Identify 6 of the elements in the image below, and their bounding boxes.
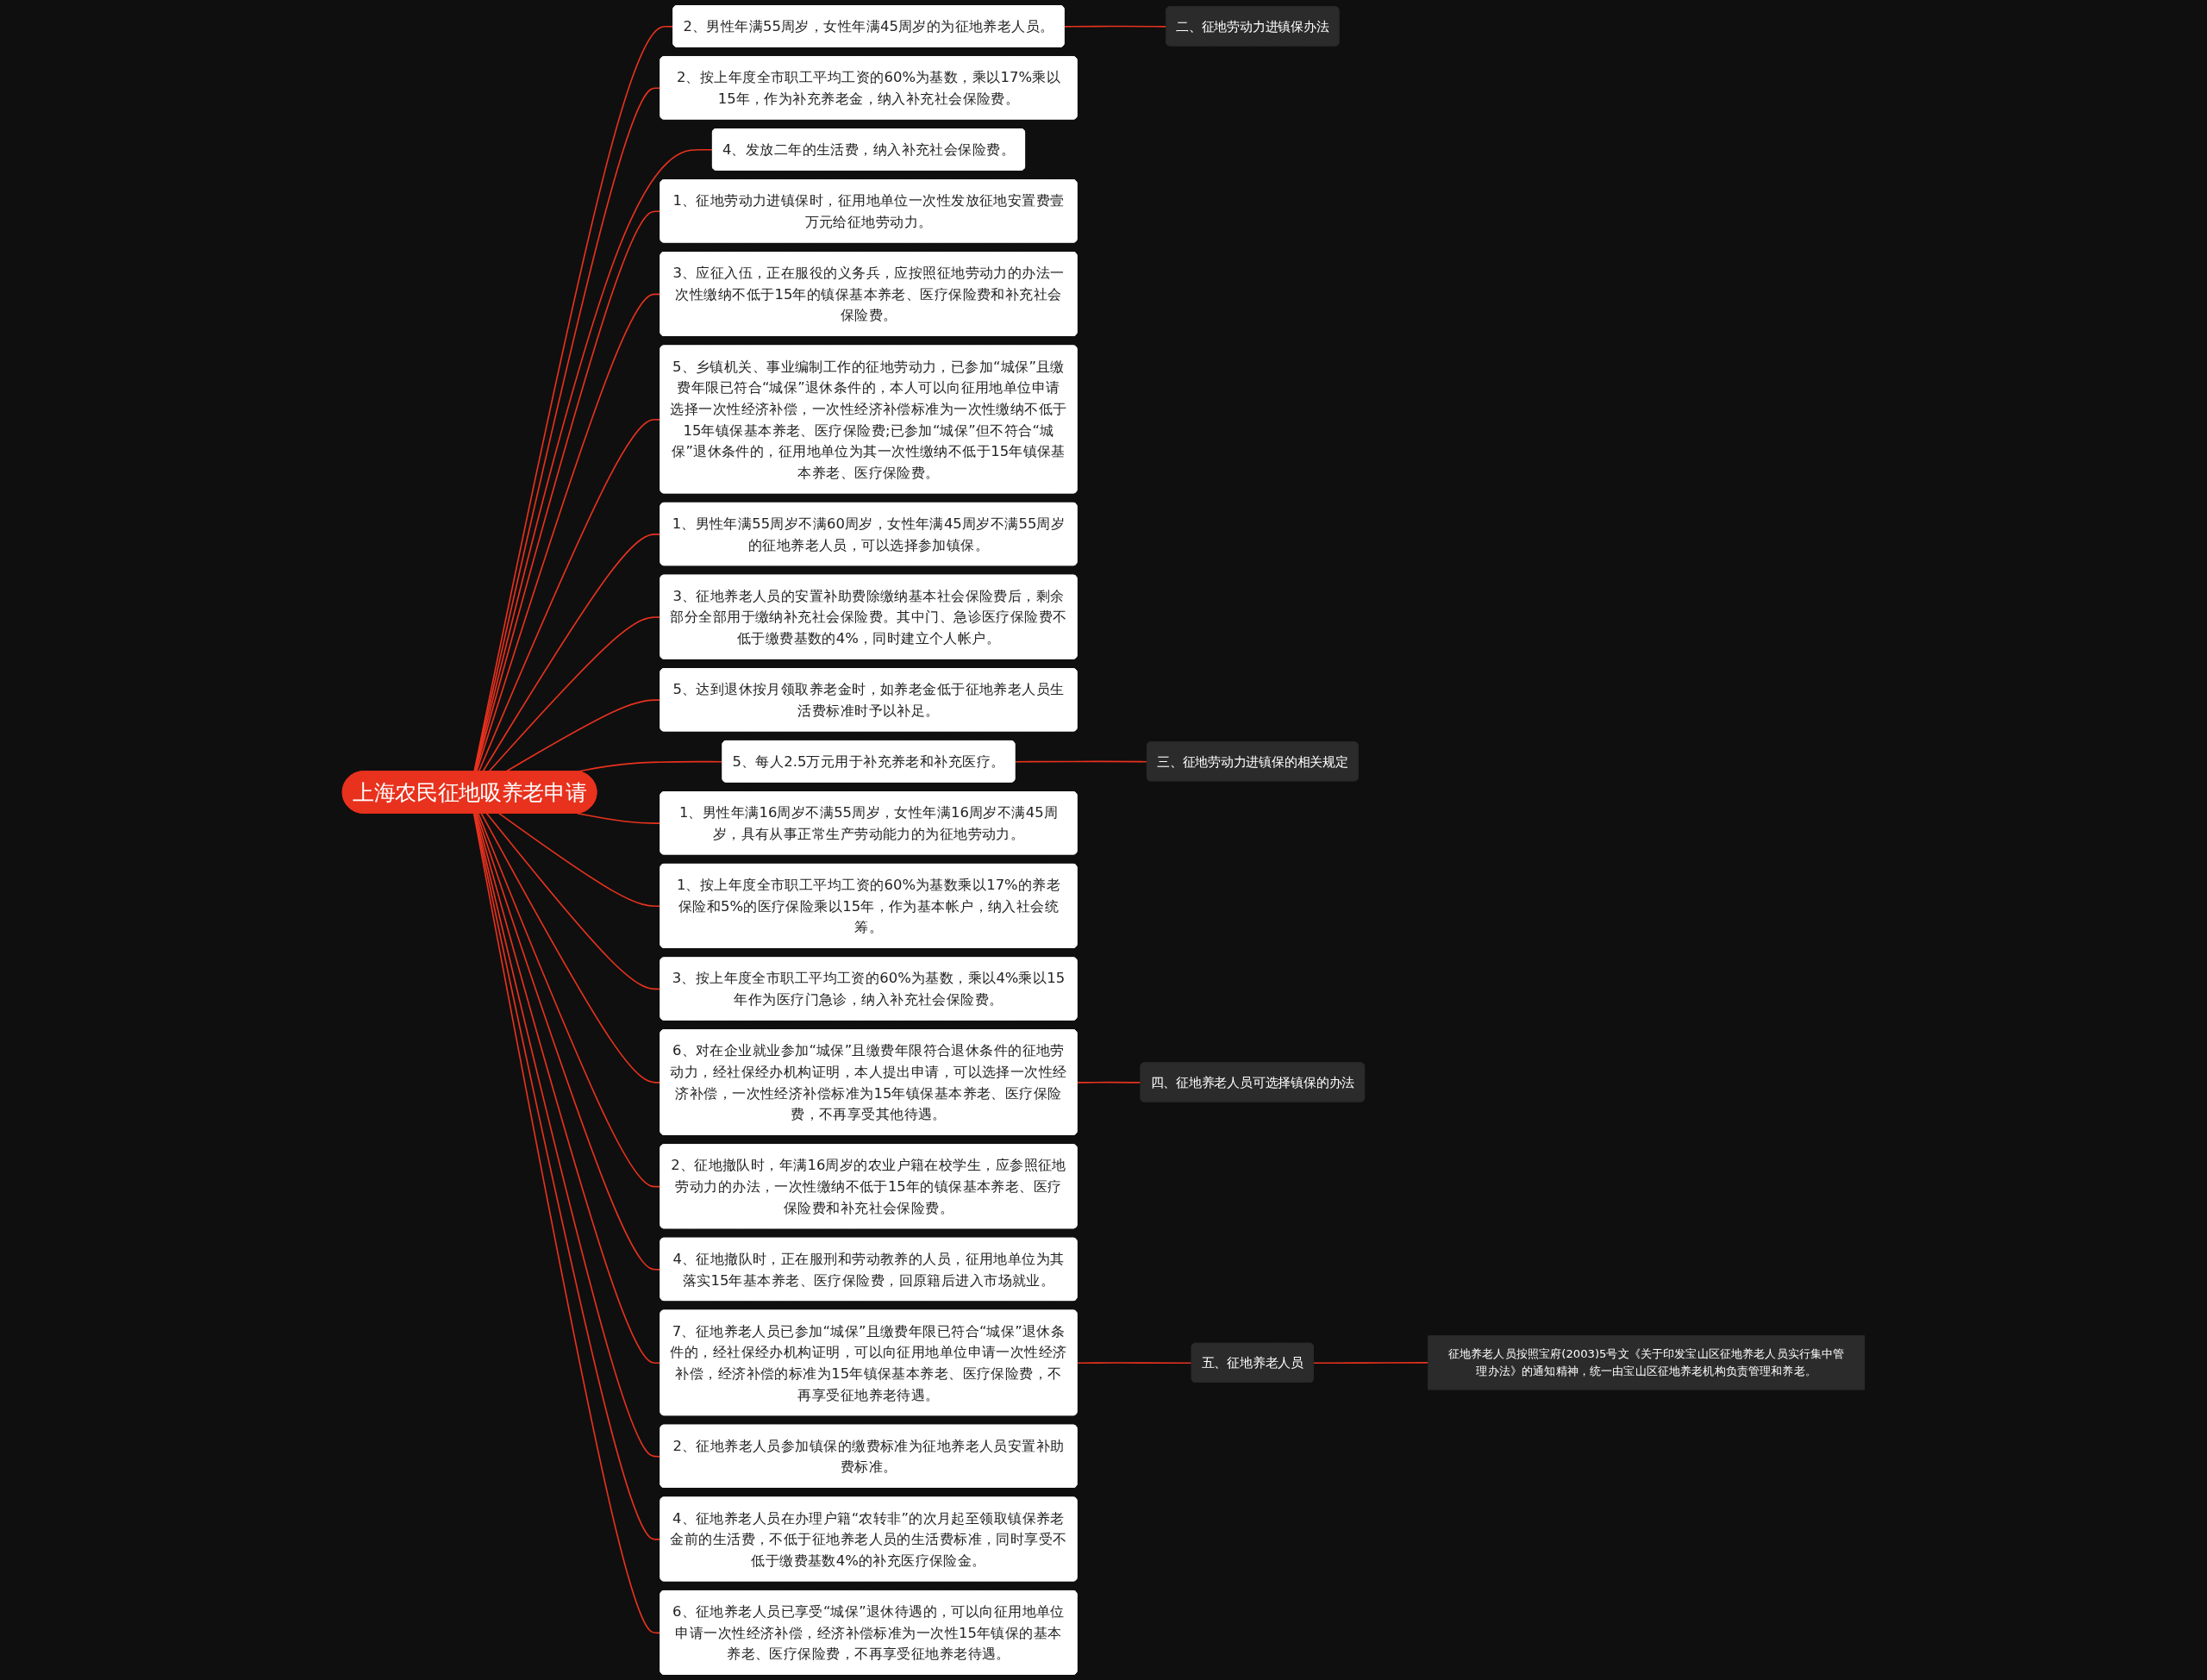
connector — [1014, 760, 1148, 763]
connector — [1076, 1362, 1193, 1365]
node-box: 征地养老人员按照宝府(2003)5号文《关于印发宝山区征地养老人员实行集中管理办法》的通知精神，统一由宝山区征地养老机构负责管理和养老。 — [1428, 1335, 1866, 1390]
connector — [1076, 1081, 1142, 1084]
connector — [1063, 25, 1167, 28]
connector — [1313, 1362, 1429, 1365]
